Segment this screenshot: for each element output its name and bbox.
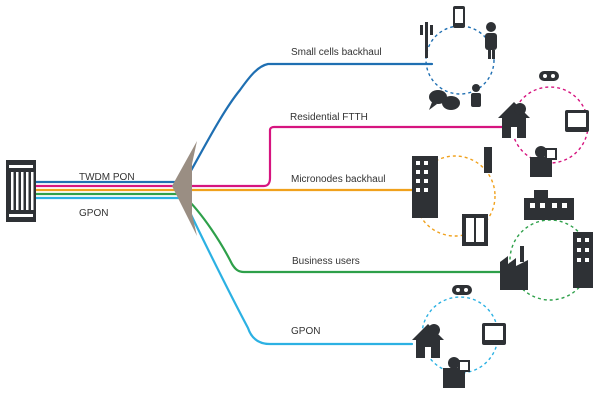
tv-icon (565, 110, 589, 132)
branch-label-gpon: GPON (291, 326, 320, 337)
small-cells-backhaul-line (182, 62, 434, 185)
gpon-line (182, 198, 414, 346)
gamepad-icon (452, 285, 472, 295)
office-building-icon (524, 190, 574, 220)
person-icon (530, 146, 557, 177)
trunk-label-twdm: TWDM PON (79, 172, 135, 183)
mobile-phone-icon (453, 6, 465, 28)
olt-rack-icon (6, 160, 36, 222)
office-building-icon (573, 232, 593, 288)
house-icon (498, 102, 530, 138)
branch-label-residential: Residential FTTH (290, 112, 368, 123)
branch-label-business: Business users (292, 256, 360, 267)
cell-antenna-icon (484, 147, 492, 173)
optical-splitter-icon (172, 141, 197, 236)
cell-antenna-icon (420, 22, 433, 58)
business-users-line (182, 194, 504, 274)
trunk-fiber-bundle (36, 180, 186, 200)
office-building-icon (412, 156, 438, 218)
residential-ftth-line (182, 125, 504, 188)
chat-bubbles-icon (429, 90, 460, 110)
branch-label-small-cells: Small cells backhaul (291, 47, 382, 58)
gamepad-icon (539, 71, 559, 81)
house-icon (412, 324, 444, 358)
office-building-icon (462, 214, 488, 246)
person-icon (443, 357, 470, 388)
micronodes-ring (414, 155, 496, 237)
person-icon (485, 22, 497, 59)
person-icon (471, 84, 481, 107)
branch-label-micronodes: Micronodes backhaul (291, 174, 386, 185)
factory-icon (500, 246, 528, 290)
tv-icon (482, 323, 506, 345)
small-cells-ring (425, 25, 495, 95)
trunk-label-gpon: GPON (79, 208, 108, 219)
